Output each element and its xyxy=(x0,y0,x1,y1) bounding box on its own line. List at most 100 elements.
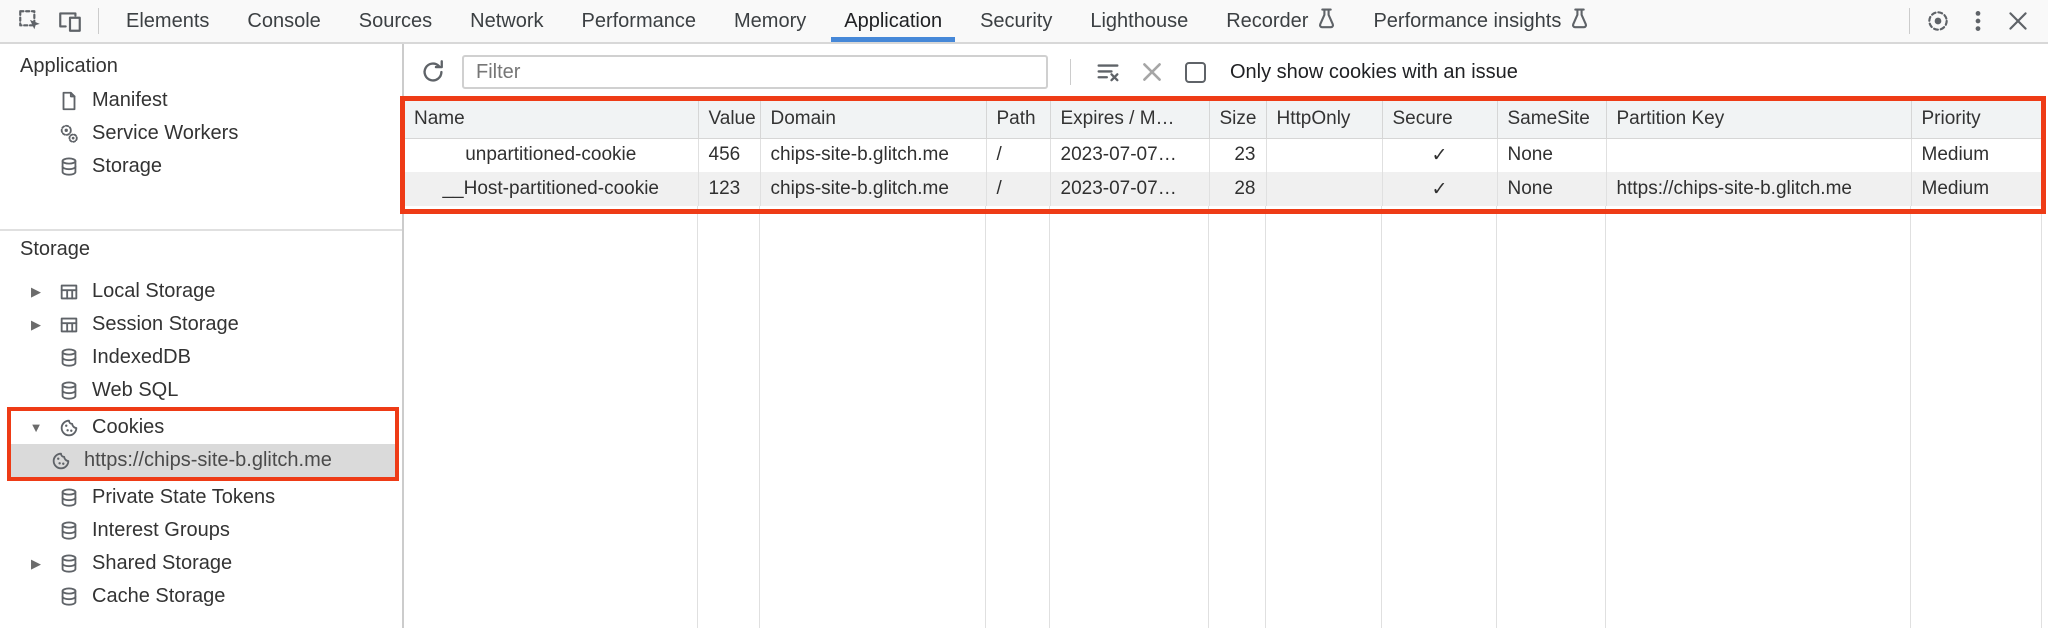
cell-samesite: None xyxy=(1497,172,1607,206)
filter-input[interactable] xyxy=(462,55,1048,89)
sidebar-item-service-workers[interactable]: Service Workers xyxy=(0,117,402,150)
sidebar-item-cache-storage[interactable]: Cache Storage xyxy=(0,580,402,613)
cell-size: 28 xyxy=(1209,172,1267,206)
experiment-flask-icon xyxy=(1571,8,1588,35)
tab-recorder[interactable]: Recorder xyxy=(1207,0,1354,42)
cell-path: / xyxy=(986,138,1051,172)
tab-elements[interactable]: Elements xyxy=(126,9,210,32)
refresh-icon[interactable] xyxy=(418,57,448,87)
sidebar-item-cookie-origin[interactable]: https://chips-site-b.glitch.me xyxy=(11,444,395,477)
col-header-domain[interactable]: Domain xyxy=(760,100,987,139)
cookies-annotation-box: Cookies https://chips-site-b.glitch.me xyxy=(7,407,399,481)
table-icon xyxy=(58,281,80,303)
col-header-size[interactable]: Size xyxy=(1209,100,1267,139)
database-icon xyxy=(58,347,80,369)
sidebar-item-label: Local Storage xyxy=(92,280,216,302)
tab-memory[interactable]: Memory xyxy=(734,9,807,32)
sidebar-item-private-state-tokens[interactable]: Private State Tokens xyxy=(0,481,402,514)
cookie-table: Name Value Domain Path Expires / M… Size… xyxy=(404,100,2042,206)
tab-sources[interactable]: Sources xyxy=(358,9,433,32)
sidebar-item-label: Shared Storage xyxy=(92,552,233,574)
database-icon xyxy=(58,156,80,178)
database-icon xyxy=(58,586,80,608)
tab-console[interactable]: Console xyxy=(247,9,321,32)
sidebar-item-session-storage[interactable]: Session Storage xyxy=(0,308,402,341)
sidebar-item-web-sql[interactable]: Web SQL xyxy=(0,374,402,407)
cell-name: unpartitioned-cookie xyxy=(404,138,699,172)
sidebar-item-label: Manifest xyxy=(92,89,168,111)
cell-partition-key xyxy=(1606,138,1912,172)
cell-priority: Medium xyxy=(1911,172,2042,206)
database-icon xyxy=(58,520,80,542)
col-header-samesite[interactable]: SameSite xyxy=(1497,100,1607,139)
cell-secure: ✓ xyxy=(1382,138,1498,172)
cookie-row-host-partitioned[interactable]: __Host-partitioned-cookie 123 chips-site… xyxy=(404,172,2042,206)
sidebar-divider xyxy=(0,229,402,231)
sidebar-item-local-storage[interactable]: Local Storage xyxy=(0,275,402,308)
cell-value: 456 xyxy=(698,138,761,172)
cell-domain: chips-site-b.glitch.me xyxy=(760,172,987,206)
tab-network[interactable]: Network xyxy=(470,9,544,32)
cookies-panel: Only show cookies with an issue Name Val xyxy=(400,44,2048,628)
delete-icon[interactable] xyxy=(1137,57,1167,87)
sidebar-item-label: Session Storage xyxy=(92,313,239,335)
sidebar-item-label: Storage xyxy=(92,155,163,177)
col-header-partition-key[interactable]: Partition Key xyxy=(1606,100,1912,139)
col-header-name[interactable]: Name xyxy=(404,100,699,139)
cell-size: 23 xyxy=(1209,138,1267,172)
chevron-right-icon[interactable] xyxy=(26,556,46,572)
inspect-icon[interactable] xyxy=(10,1,50,41)
document-icon xyxy=(58,90,80,112)
sidebar-item-label: IndexedDB xyxy=(92,346,191,368)
tab-performance[interactable]: Performance xyxy=(581,9,697,32)
panel-tabs: Elements Console Sources Network Perform… xyxy=(107,0,1607,42)
col-header-priority[interactable]: Priority xyxy=(1911,100,2042,139)
clear-filter-icon[interactable] xyxy=(1093,57,1123,87)
chevron-right-icon[interactable] xyxy=(26,317,46,333)
devtools-content: Application Manifest Service Workers xyxy=(0,44,2048,628)
sidebar-item-cookies[interactable]: Cookies xyxy=(11,411,395,444)
sidebar-item-label: Web SQL xyxy=(92,379,179,401)
sidebar-item-label: Interest Groups xyxy=(92,519,230,541)
cookie-row-unpartitioned[interactable]: unpartitioned-cookie 456 chips-site-b.gl… xyxy=(404,138,2042,172)
cookie-icon xyxy=(50,450,72,472)
col-header-expires[interactable]: Expires / M… xyxy=(1050,100,1210,139)
cell-httponly xyxy=(1266,138,1383,172)
cookie-table-area: Name Value Domain Path Expires / M… Size… xyxy=(400,96,2048,628)
chevron-right-icon[interactable] xyxy=(26,284,46,300)
tab-lighthouse[interactable]: Lighthouse xyxy=(1090,9,1189,32)
tab-performance-insights[interactable]: Performance insights xyxy=(1354,0,1607,42)
cell-secure: ✓ xyxy=(1382,172,1498,206)
table-grid-extension xyxy=(404,100,2042,628)
more-vertical-icon[interactable] xyxy=(1958,1,1998,41)
col-header-httponly[interactable]: HttpOnly xyxy=(1266,100,1383,139)
sidebar-item-interest-groups[interactable]: Interest Groups xyxy=(0,514,402,547)
col-header-path[interactable]: Path xyxy=(986,100,1051,139)
settings-gear-icon[interactable] xyxy=(1918,1,1958,41)
chevron-down-icon[interactable] xyxy=(26,420,46,435)
sidebar-item-label: Private State Tokens xyxy=(92,486,276,508)
tab-application[interactable]: Application xyxy=(825,0,961,42)
tab-security[interactable]: Security xyxy=(980,9,1053,32)
application-sidebar: Application Manifest Service Workers xyxy=(0,44,404,628)
gears-icon xyxy=(58,123,80,145)
cell-expires: 2023-07-07… xyxy=(1050,172,1210,206)
cell-samesite: None xyxy=(1497,138,1607,172)
col-header-secure[interactable]: Secure xyxy=(1382,100,1498,139)
sidebar-item-shared-storage[interactable]: Shared Storage xyxy=(0,547,402,580)
cell-partition-key: https://chips-site-b.glitch.me xyxy=(1606,172,1912,206)
col-header-value[interactable]: Value xyxy=(698,100,761,139)
only-issue-cookies-label: Only show cookies with an issue xyxy=(1230,60,1518,83)
sidebar-item-indexeddb[interactable]: IndexedDB xyxy=(0,341,402,374)
database-icon xyxy=(58,487,80,509)
only-issue-cookies-checkbox[interactable] xyxy=(1185,61,1206,83)
sidebar-item-manifest[interactable]: Manifest xyxy=(0,84,402,117)
experiment-flask-icon xyxy=(1318,8,1335,35)
cell-path: / xyxy=(986,172,1051,206)
cell-value: 123 xyxy=(698,172,761,206)
close-icon[interactable] xyxy=(1998,1,2038,41)
tabbar-separator xyxy=(98,8,99,34)
cell-expires: 2023-07-07… xyxy=(1050,138,1210,172)
device-toolbar-icon[interactable] xyxy=(50,1,90,41)
sidebar-item-storage[interactable]: Storage xyxy=(0,150,402,183)
